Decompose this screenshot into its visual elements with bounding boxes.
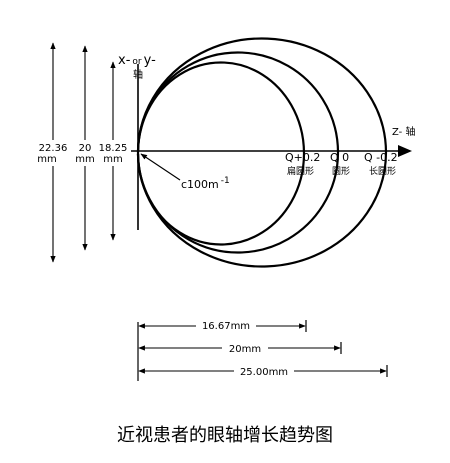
round-name-label: 圆形: [332, 165, 350, 177]
length-label-16-67: 16.67mm: [202, 321, 250, 332]
eye-outline-small: [136, 61, 306, 246]
height-label-20: 20: [79, 143, 92, 154]
eye-outline-large: [136, 37, 388, 268]
z-axis-arrowhead: [398, 145, 412, 157]
figure-caption: 近视患者的眼轴增长趋势图: [117, 425, 333, 446]
oblate-name-label: 扁圆形: [287, 165, 314, 177]
curvature-label: c100m-1: [181, 176, 230, 191]
height-unit-22-36: mm: [37, 154, 56, 165]
length-label-25: 25.00mm: [240, 367, 288, 378]
height-unit-18-25: mm: [103, 154, 122, 165]
round-q-label: Q 0: [330, 151, 349, 164]
oblate-q-label: Q+0.2: [285, 151, 320, 164]
height-label-22-36: 22.36: [39, 143, 68, 154]
curvature-pointer: [140, 153, 181, 181]
prolate-q-label: Q -0.2: [364, 151, 398, 164]
z-axis-label: Z- 轴: [392, 125, 415, 138]
eye-outline-medium: [136, 51, 340, 254]
height-unit-20: mm: [75, 154, 94, 165]
height-label-18-25: 18.25: [99, 143, 128, 154]
xy-axis-label-axis: 轴: [133, 68, 143, 81]
prolate-name-label: 长圆形: [369, 165, 396, 177]
length-label-20: 20mm: [229, 344, 261, 355]
